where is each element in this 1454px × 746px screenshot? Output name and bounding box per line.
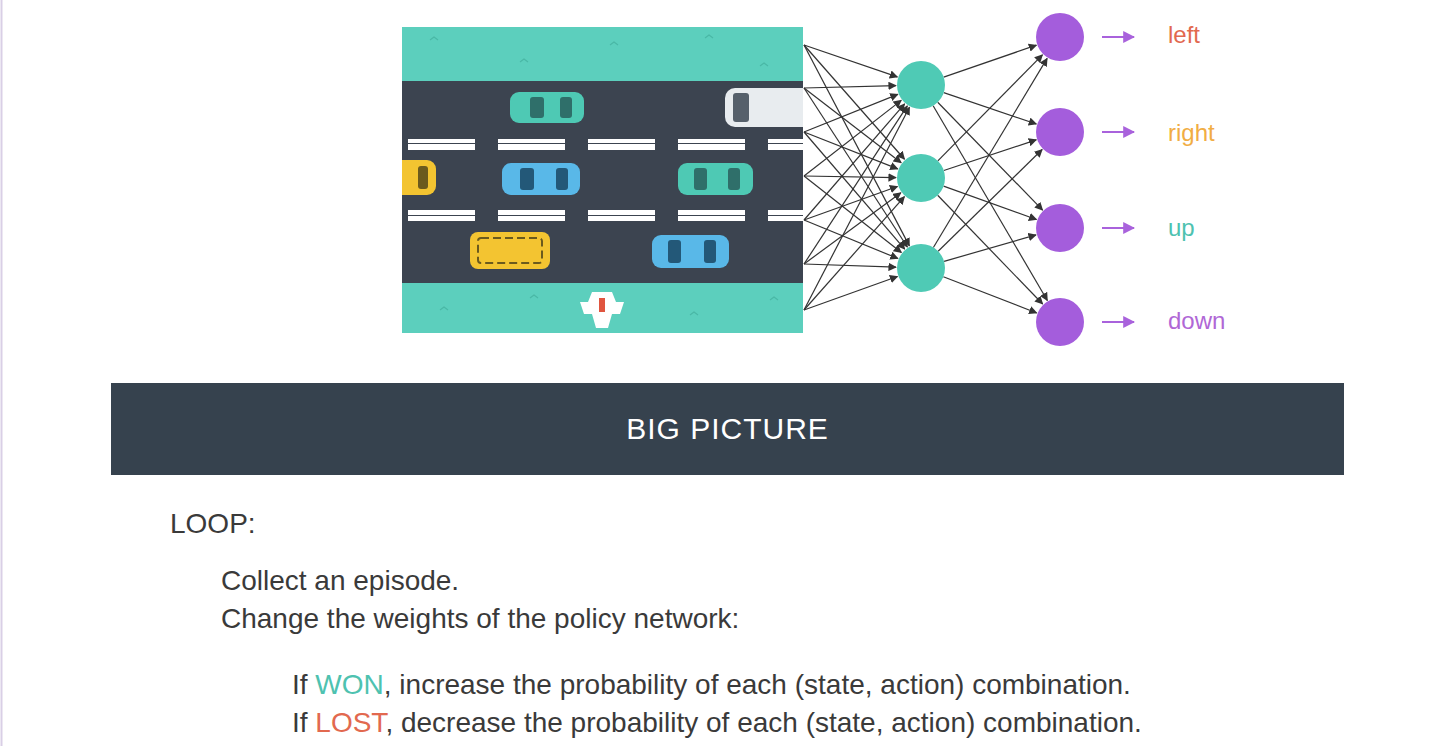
step-text: Change the weights of the policy network… bbox=[221, 598, 739, 640]
weight-line bbox=[933, 106, 1047, 301]
text-run: combination. bbox=[972, 669, 1131, 700]
weight-line bbox=[804, 86, 896, 88]
car bbox=[502, 163, 580, 195]
bus bbox=[470, 232, 550, 269]
action-label: left bbox=[1168, 17, 1200, 53]
weight-line bbox=[804, 107, 909, 310]
weight-line bbox=[804, 88, 907, 247]
text-run: each bbox=[726, 669, 795, 700]
weight-line bbox=[804, 132, 905, 249]
text-run: , bbox=[384, 669, 400, 700]
keyword: LOST bbox=[315, 707, 385, 738]
hidden-neuron bbox=[897, 154, 945, 202]
weight-line bbox=[938, 55, 1043, 161]
action-label: down bbox=[1168, 303, 1225, 339]
weight-line bbox=[804, 106, 907, 264]
robot bbox=[580, 292, 624, 328]
car bbox=[510, 92, 584, 123]
weight-line bbox=[944, 186, 1037, 219]
output-arrow bbox=[1102, 227, 1134, 229]
rule-text: If WON, increase the probability of each… bbox=[292, 664, 1131, 706]
text-run: of bbox=[695, 669, 726, 700]
heading-band: BIG PICTURE bbox=[111, 383, 1344, 475]
weight-line bbox=[804, 176, 896, 178]
loop-label: LOOP: bbox=[170, 503, 256, 545]
van bbox=[725, 88, 803, 127]
text-run: If bbox=[292, 707, 315, 738]
edge-line bbox=[1, 0, 3, 746]
output-neuron bbox=[1036, 108, 1084, 156]
output-arrow bbox=[1102, 321, 1134, 323]
hidden-neuron bbox=[897, 244, 945, 292]
step-text: Collect an episode. bbox=[221, 560, 459, 602]
action-label: up bbox=[1168, 210, 1195, 246]
hidden-neuron bbox=[897, 61, 945, 109]
text-run: combination. bbox=[983, 707, 1142, 738]
weight-line bbox=[804, 45, 909, 246]
weight-line bbox=[944, 45, 1037, 77]
car bbox=[678, 163, 753, 195]
text-run: the bbox=[524, 707, 571, 738]
output-neuron bbox=[1036, 204, 1084, 252]
text-run: action) bbox=[880, 669, 972, 700]
policy-network bbox=[804, 13, 1134, 346]
weight-line bbox=[938, 149, 1042, 251]
output-neuron bbox=[1036, 13, 1084, 61]
car bbox=[402, 160, 436, 195]
weight-line bbox=[804, 276, 897, 310]
weight-line bbox=[804, 193, 901, 264]
text-run: of bbox=[706, 707, 737, 738]
output-arrow bbox=[1102, 131, 1134, 133]
weight-line bbox=[943, 277, 1036, 313]
weight-line bbox=[804, 220, 898, 259]
text-run: the bbox=[513, 669, 560, 700]
keyword: WON bbox=[315, 669, 383, 700]
weight-line bbox=[944, 235, 1036, 261]
text-run: action) bbox=[891, 707, 983, 738]
weight-line bbox=[804, 197, 904, 310]
text-run: each bbox=[737, 707, 806, 738]
weight-line bbox=[804, 264, 896, 267]
weight-line bbox=[804, 104, 905, 220]
heading-text: BIG PICTURE bbox=[626, 412, 829, 446]
text-run: probability bbox=[560, 669, 695, 700]
text-run: probability bbox=[571, 707, 706, 738]
weight-line bbox=[938, 195, 1043, 304]
text-run: , bbox=[385, 707, 401, 738]
weight-line bbox=[933, 58, 1047, 247]
weight-line bbox=[804, 45, 904, 159]
text-run: (state, bbox=[795, 669, 881, 700]
output-neuron bbox=[1036, 298, 1084, 346]
weight-line bbox=[804, 94, 898, 132]
weight-line bbox=[944, 140, 1036, 171]
weight-line bbox=[938, 102, 1043, 210]
weight-line bbox=[804, 132, 898, 169]
rule-text: If LOST, decrease the probability of eac… bbox=[292, 702, 1142, 744]
text-run: (state, bbox=[806, 707, 892, 738]
text-run: increase bbox=[399, 669, 513, 700]
game-screen bbox=[402, 27, 803, 333]
text-run: decrease bbox=[401, 707, 524, 738]
text-run: If bbox=[292, 669, 315, 700]
car bbox=[652, 235, 729, 268]
output-arrow bbox=[1102, 36, 1134, 38]
action-label: right bbox=[1168, 115, 1215, 151]
